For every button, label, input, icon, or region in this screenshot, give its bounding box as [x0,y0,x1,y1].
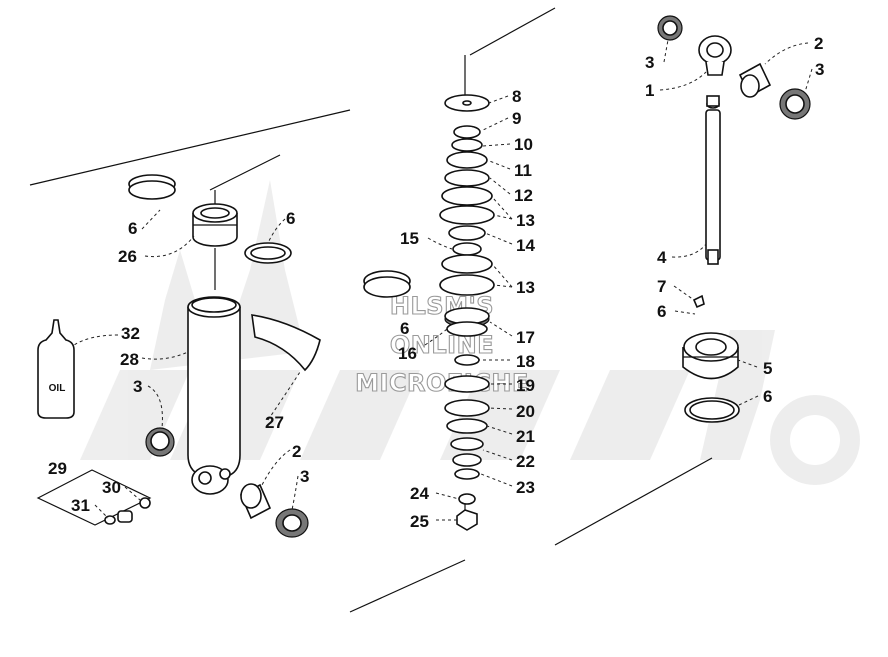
callout-3: 3 [300,467,309,486]
oil-bottle-part-32: OIL [37,319,75,419]
valve-stack-assembly [363,55,495,531]
spacer-sleeve-part-2 [239,483,272,520]
damper-shaft-part-4 [705,95,721,265]
callout-3: 3 [133,377,142,396]
callout-32: 32 [121,324,140,343]
callout-3: 3 [815,60,824,79]
screw-part-7 [692,294,705,309]
callout-20: 20 [516,402,535,421]
callout-2: 2 [814,34,823,53]
section-dividers [29,7,713,613]
spacer-sleeve-part-2-right [738,62,772,98]
callout-2: 2 [292,442,301,461]
decal-part-27 [251,314,321,372]
callout-25: 25 [410,512,429,531]
callout-31: 31 [71,496,90,515]
o-ring-part-6 [244,242,292,264]
callout-21: 21 [516,427,535,446]
watermark-line3: MICROFICHE [355,369,529,397]
watermark-text: HLSM'S ONLINE MICROFICHE [355,291,529,397]
callout-23: 23 [516,478,535,497]
callout-16: 16 [398,344,417,363]
bushing-part-3-right-b [779,88,811,120]
valve-kit-part-29 [36,469,152,526]
bushing-part-3-right-a [657,15,683,41]
shock-body-part-28 [187,296,241,495]
callout-13: 13 [516,278,535,297]
watermark-line1: HLSM'S [390,292,494,320]
callout-6: 6 [286,209,295,228]
callout-8: 8 [512,87,521,106]
o-ring-part-6-right [684,397,740,423]
callout-27: 27 [265,413,284,432]
seal-ring-part-6 [128,174,176,200]
callout-1: 1 [645,81,654,100]
callout-17: 17 [516,328,535,347]
callout-11: 11 [514,161,532,180]
callout-29: 29 [48,459,67,478]
callout-6: 6 [657,302,666,321]
bushing-part-3b [275,508,309,538]
callout-4: 4 [657,248,667,267]
callout-26: 26 [118,247,137,266]
shaft-assembly [657,15,811,423]
callout-24: 24 [410,484,429,503]
callout-6: 6 [763,387,772,406]
seal-head-part-5 [682,332,739,380]
callout-5: 5 [763,359,772,378]
callout-labels: 6 26 6 32 28 3 27 2 3 29 30 31 8 9 10 11… [48,34,824,531]
oil-label: OIL [49,383,66,394]
callout-6: 6 [400,319,409,338]
callout-15: 15 [400,229,419,248]
callout-28: 28 [120,350,139,369]
callout-7: 7 [657,277,666,296]
callout-10: 10 [514,135,533,154]
callout-22: 22 [516,452,535,471]
callout-30: 30 [102,478,121,497]
callout-9: 9 [512,109,521,128]
callout-6: 6 [128,219,137,238]
seal-ring-part-6-mid [363,270,411,298]
leader-lines [73,39,813,521]
callout-19: 19 [516,376,535,395]
shaft-eye-part-1 [698,35,732,76]
piston-bearing-part-26 [192,203,238,247]
callout-14: 14 [516,236,535,255]
bushing-part-3a [145,427,175,457]
callout-3: 3 [645,53,654,72]
callout-18: 18 [516,352,535,371]
shock-body-assembly: OIL [36,154,321,538]
callout-13: 13 [516,211,535,230]
callout-12: 12 [514,186,533,205]
